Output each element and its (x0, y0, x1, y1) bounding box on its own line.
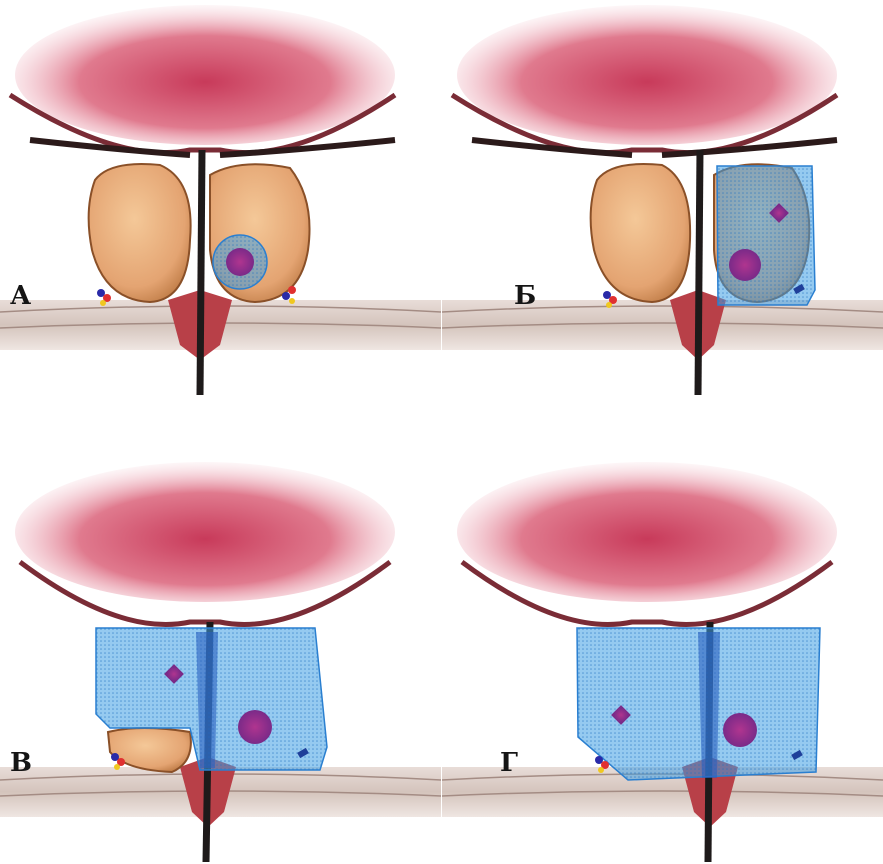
anatomy-illustration-d (442, 432, 883, 864)
anatomy-illustration-c (0, 432, 441, 864)
panel-a: А (0, 0, 441, 432)
tumor (723, 713, 757, 747)
anatomy-illustration-b (442, 0, 883, 432)
anatomy-illustration-a (0, 0, 441, 432)
ablation-zone (577, 628, 820, 780)
left-lobe (89, 164, 191, 302)
panel-c: В (0, 432, 441, 864)
bladder (15, 5, 395, 145)
tumor (238, 710, 272, 744)
panel-b: Б (442, 0, 883, 432)
panel-label: В (10, 750, 32, 776)
tumor (226, 248, 254, 276)
panel-label: А (10, 283, 31, 309)
tumor (729, 249, 761, 281)
left-lobe (591, 164, 690, 302)
urethra (200, 150, 202, 395)
bladder (457, 5, 837, 145)
bladder (457, 462, 837, 602)
bladder (15, 462, 395, 602)
panel-d: Г (442, 432, 883, 864)
ablation-zone (717, 166, 815, 305)
panel-label: Г (500, 750, 518, 776)
panel-label: Б (514, 283, 536, 309)
urethra (698, 150, 700, 395)
